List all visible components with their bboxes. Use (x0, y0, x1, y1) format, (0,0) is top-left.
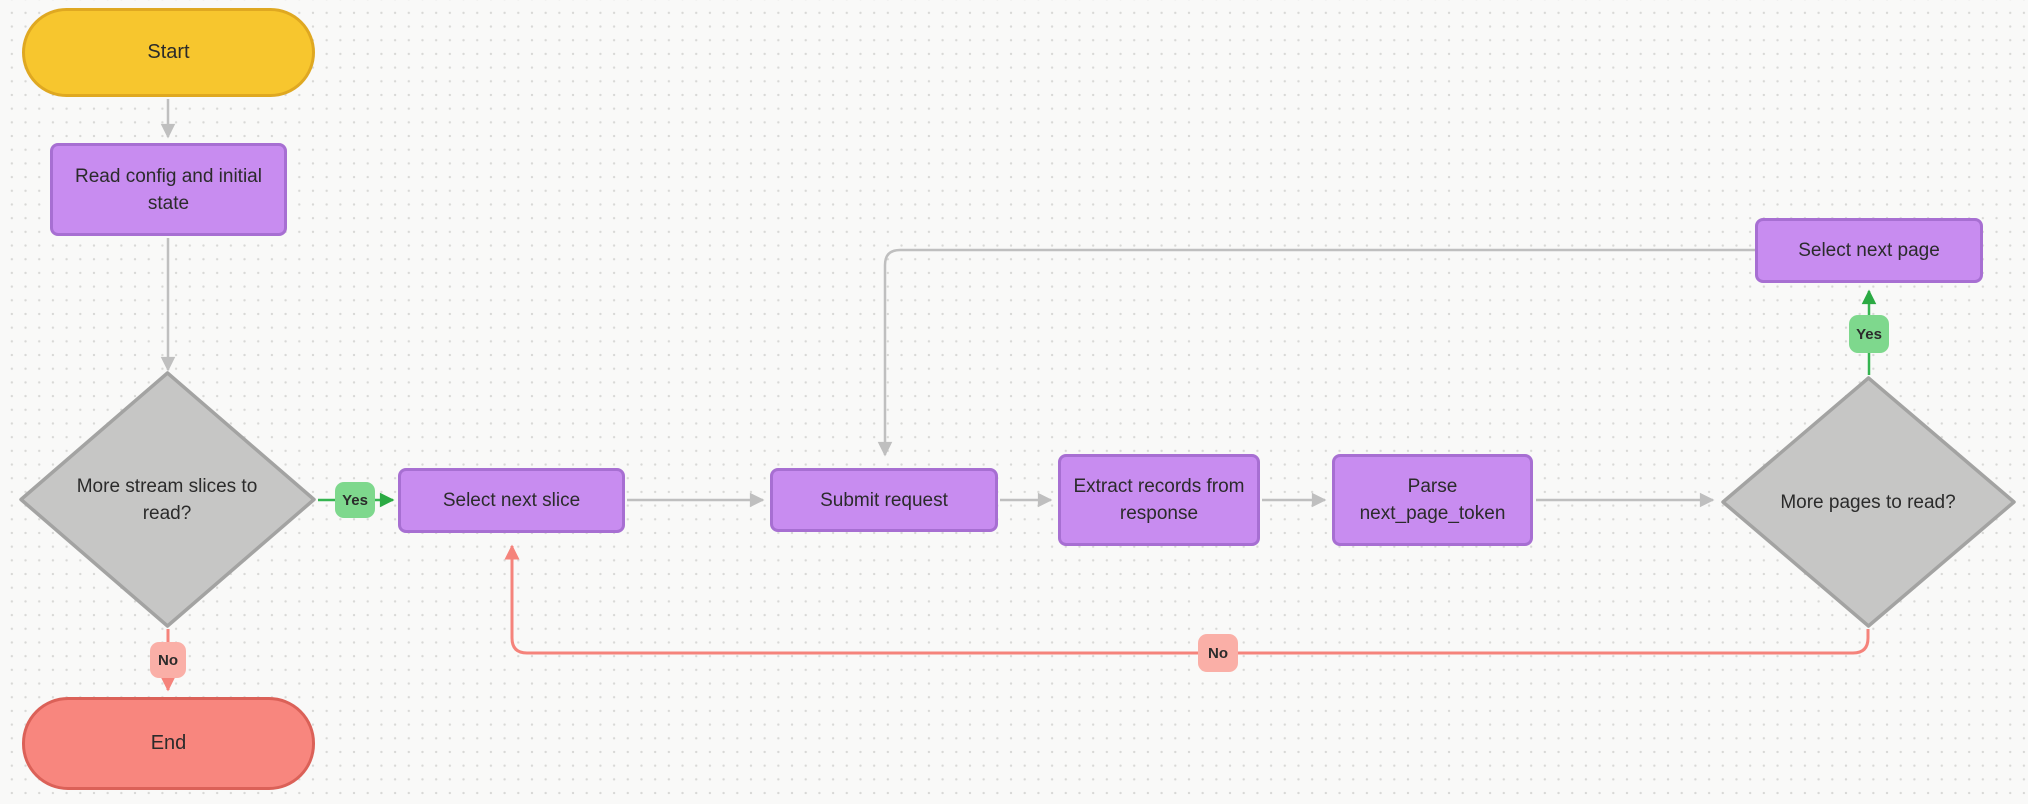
node-label: Extract records from response (1073, 476, 1245, 524)
node-extract-records[interactable]: Extract records from response (1058, 454, 1260, 546)
edge-label-no-slices[interactable]: No (150, 642, 186, 678)
node-more-slices-diamond[interactable] (19, 371, 316, 628)
node-label: Select next slice (442, 490, 581, 511)
edge-label-yes-slices[interactable]: Yes (335, 482, 375, 518)
node-label: Submit request (820, 489, 948, 511)
edge-label-no-pages[interactable]: No (1198, 634, 1238, 672)
node-end[interactable]: End (22, 697, 315, 790)
node-select-next-page[interactable]: Select next page (1755, 218, 1983, 283)
node-start[interactable]: Start (22, 8, 315, 97)
node-more-pages-diamond[interactable] (1721, 376, 2016, 628)
edge-select-next-page-to-submit-request (877, 248, 1755, 457)
node-label: End (150, 732, 187, 754)
node-select-next-slice[interactable]: Select next slice (398, 468, 625, 533)
node-label: Read config and initial state (75, 165, 262, 214)
node-label: Select next page (1798, 240, 1940, 261)
edge-more-pages-no-to-select-next-slice (504, 544, 1870, 655)
node-read-config[interactable]: Read config and initial state (50, 143, 287, 236)
node-label: Start (147, 41, 190, 63)
node-label: Parse next_page_token (1359, 476, 1506, 524)
edge-label-yes-pages[interactable]: Yes (1849, 315, 1889, 353)
node-submit-request[interactable]: Submit request (770, 468, 998, 532)
node-parse-token[interactable]: Parse next_page_token (1332, 454, 1533, 546)
